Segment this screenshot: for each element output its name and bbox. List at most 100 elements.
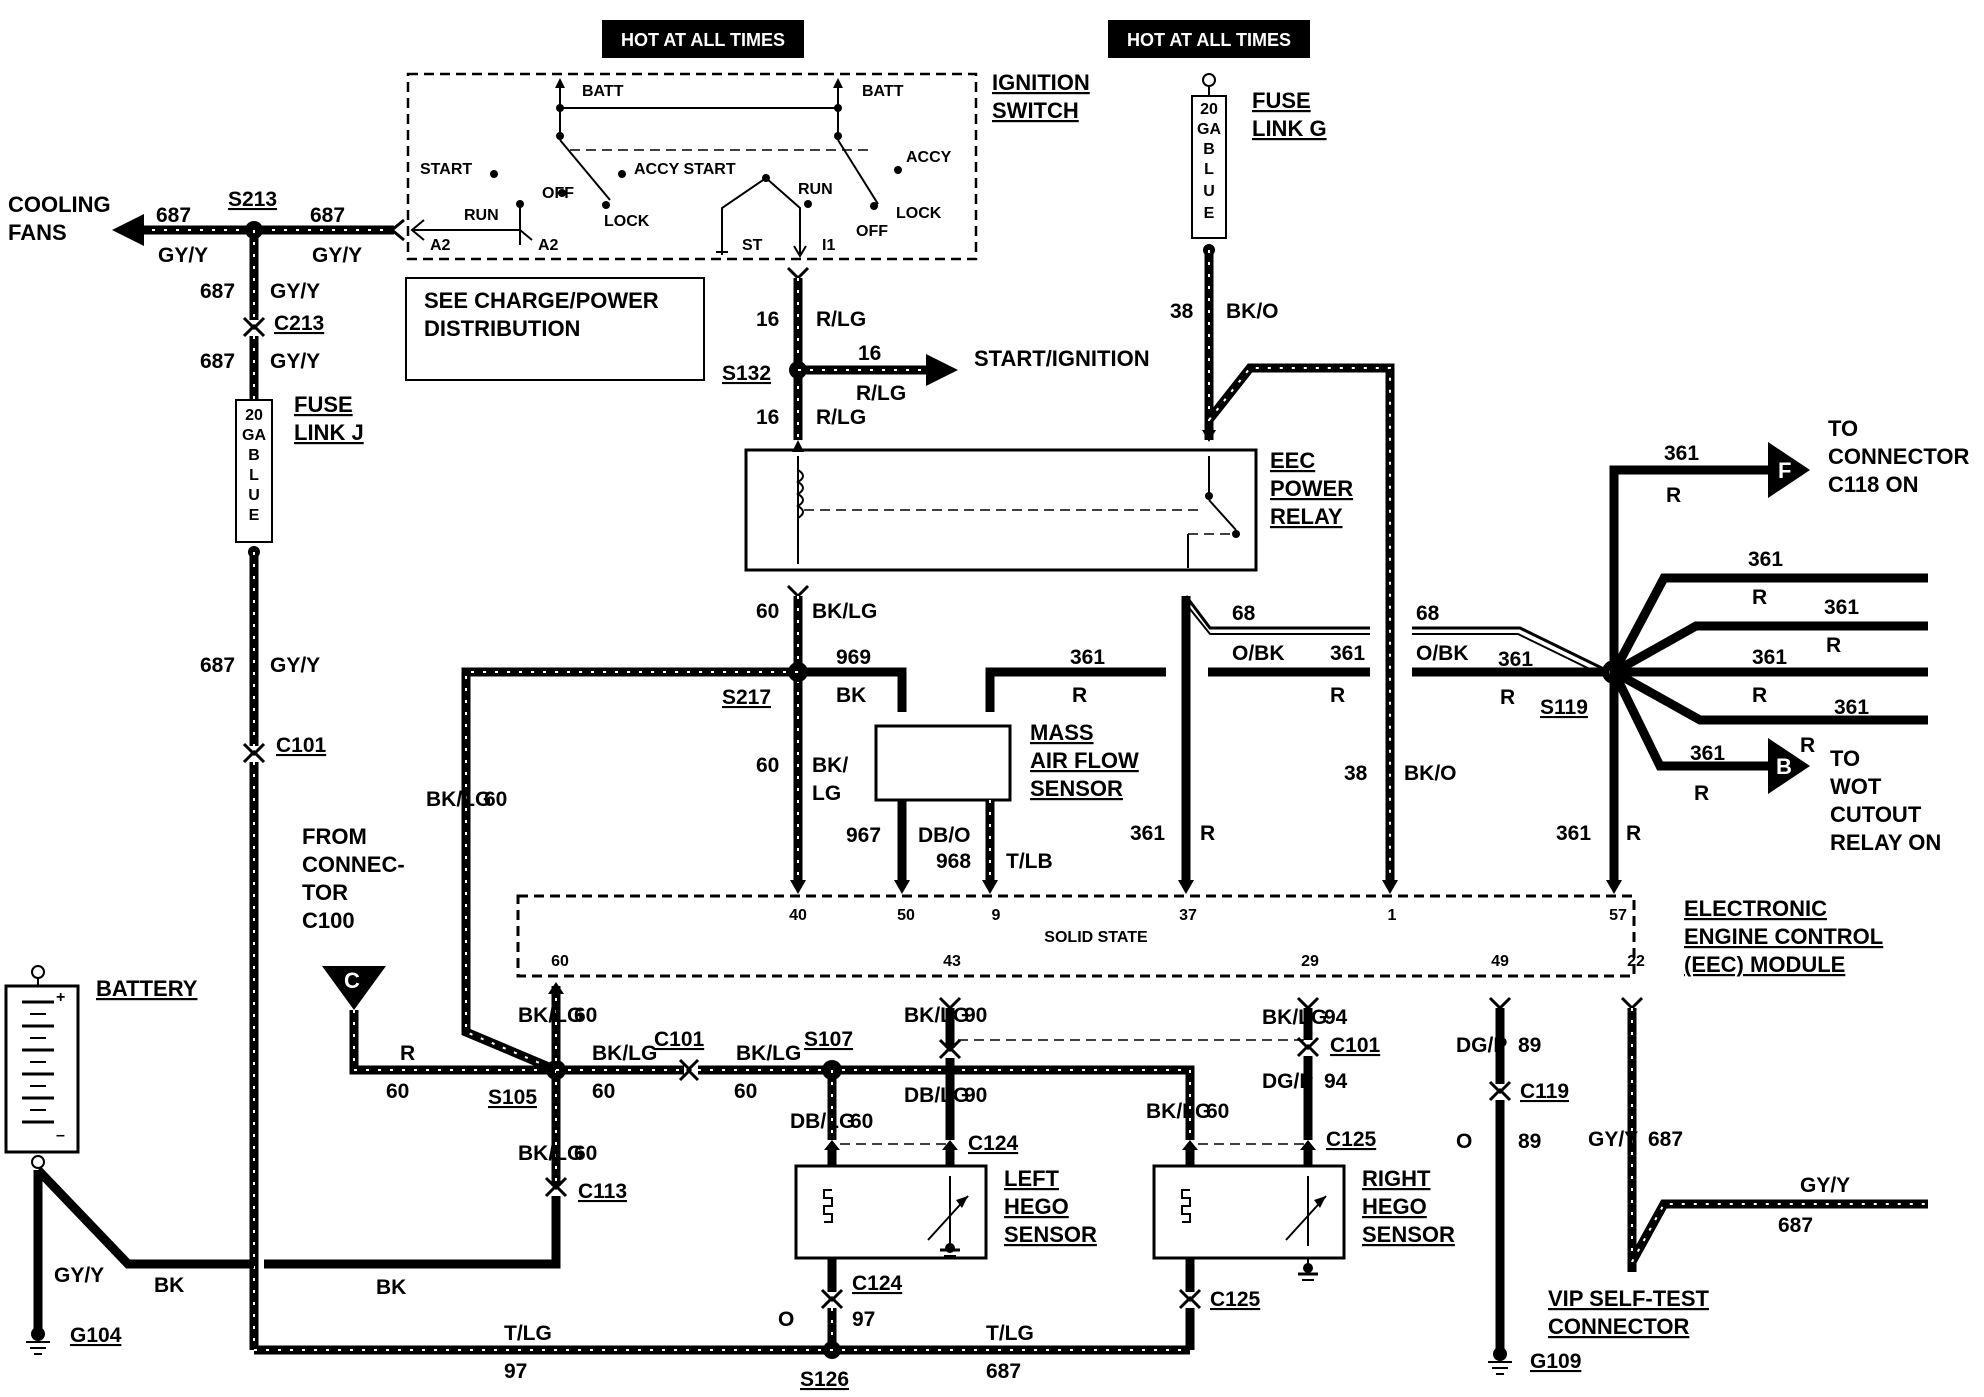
svg-text:BK/LG: BK/LG (592, 1042, 657, 1065)
svg-text:20: 20 (245, 407, 263, 424)
svg-text:94: 94 (1324, 1070, 1348, 1093)
svg-text:E: E (249, 507, 260, 524)
svg-text:R: R (1694, 782, 1709, 805)
svg-text:OFF: OFF (542, 185, 574, 202)
svg-text:C124: C124 (852, 1272, 903, 1295)
svg-text:R: R (1752, 684, 1767, 707)
svg-text:BK: BK (154, 1274, 184, 1297)
svg-text:90: 90 (964, 1084, 987, 1107)
svg-text:WOT: WOT (1830, 774, 1882, 799)
svg-text:967: 967 (846, 824, 881, 847)
fuse-link-j-wire: 687 GY/Y C101 (200, 552, 327, 1350)
svg-text:BK: BK (376, 1276, 406, 1299)
svg-text:GY/Y: GY/Y (270, 280, 320, 303)
wire-60-right: BK/LG 60 (1146, 1100, 1229, 1123)
svg-text:HOT AT ALL TIMES: HOT AT ALL TIMES (1127, 30, 1291, 50)
svg-text:968: 968 (936, 850, 971, 873)
hot-label-2: HOT AT ALL TIMES (1108, 20, 1310, 58)
svg-text:LEFT: LEFT (1004, 1166, 1060, 1191)
svg-text:RUN: RUN (798, 181, 833, 198)
svg-text:361: 361 (1834, 696, 1869, 719)
svg-text:DG/P: DG/P (1262, 1070, 1313, 1093)
svg-text:I1: I1 (822, 237, 835, 254)
svg-text:49: 49 (1491, 953, 1509, 970)
svg-text:RUN: RUN (464, 207, 499, 224)
svg-text:MASS: MASS (1030, 720, 1094, 745)
svg-text:LOCK: LOCK (896, 205, 942, 222)
svg-text:43: 43 (943, 953, 961, 970)
svg-text:29: 29 (1301, 953, 1319, 970)
svg-text:COOLING: COOLING (8, 192, 111, 217)
svg-text:O: O (778, 1308, 794, 1331)
svg-text:GY/Y: GY/Y (1588, 1128, 1638, 1151)
svg-text:40: 40 (789, 907, 807, 924)
svg-text:S105: S105 (488, 1086, 537, 1109)
svg-text:CUTOUT: CUTOUT (1830, 802, 1922, 827)
svg-text:TO: TO (1828, 416, 1858, 441)
svg-text:(EEC) MODULE: (EEC) MODULE (1684, 952, 1845, 977)
svg-text:361: 361 (1130, 822, 1165, 845)
svg-text:R: R (1500, 686, 1515, 709)
svg-text:B: B (1776, 754, 1792, 779)
svg-text:60: 60 (574, 1004, 597, 1027)
svg-text:T/LG: T/LG (504, 1322, 552, 1345)
svg-text:68: 68 (1416, 602, 1440, 625)
svg-text:C119: C119 (1520, 1080, 1569, 1103)
svg-text:–: – (56, 1127, 65, 1144)
svg-text:BK/LG: BK/LG (812, 600, 877, 623)
svg-text:O/BK: O/BK (1232, 642, 1285, 665)
svg-text:1: 1 (1388, 907, 1397, 924)
svg-text:RIGHT: RIGHT (1362, 1166, 1431, 1191)
svg-text:57: 57 (1609, 907, 1627, 924)
mass-air-flow-sensor: MASS AIR FLOW SENSOR 361 R 967 DB/O 968 … (846, 646, 1166, 880)
svg-text:L: L (1204, 161, 1214, 178)
svg-text:S119: S119 (1540, 696, 1588, 719)
svg-text:ACCY START: ACCY START (634, 161, 736, 178)
svg-text:TOR: TOR (302, 880, 348, 905)
svg-text:38: 38 (1170, 300, 1194, 323)
svg-text:BK/LG: BK/LG (1146, 1100, 1211, 1123)
svg-text:START/IGNITION: START/IGNITION (974, 346, 1150, 371)
svg-text:OFF: OFF (856, 223, 888, 240)
svg-text:687: 687 (200, 280, 235, 303)
wire-16: 16 R/LG 16 R/LG 16 R/LG S132 START/IGNIT… (722, 266, 1150, 452)
svg-text:89: 89 (1518, 1034, 1541, 1057)
svg-text:S126: S126 (800, 1368, 849, 1391)
svg-text:60: 60 (1206, 1100, 1229, 1123)
svg-text:S213: S213 (228, 188, 277, 211)
svg-text:GY/Y: GY/Y (54, 1264, 104, 1287)
svg-text:361: 361 (1664, 442, 1699, 465)
left-hego-sensor: LEFT HEGO SENSOR C124 C124 DB/LG 60 O 97 (778, 1110, 1097, 1359)
svg-text:97: 97 (852, 1308, 875, 1331)
svg-text:687: 687 (1778, 1214, 1813, 1237)
svg-text:CONNECTOR: CONNECTOR (1828, 444, 1969, 469)
svg-text:C118 ON: C118 ON (1828, 472, 1919, 497)
svg-text:SENSOR: SENSOR (1030, 776, 1123, 801)
svg-text:90: 90 (964, 1004, 987, 1027)
svg-text:U: U (1203, 183, 1215, 200)
svg-text:97: 97 (504, 1360, 527, 1383)
svg-text:SWITCH: SWITCH (992, 98, 1079, 123)
from-connector-c100: FROM CONNEC- TOR C100 C (302, 824, 405, 1010)
svg-text:IGNITION: IGNITION (992, 70, 1090, 95)
svg-text:LINK G: LINK G (1252, 116, 1327, 141)
svg-text:SENSOR: SENSOR (1004, 1222, 1097, 1247)
svg-text:C101: C101 (1330, 1034, 1381, 1057)
svg-text:LINK J: LINK J (294, 420, 364, 445)
svg-text:BK/: BK/ (812, 754, 848, 777)
svg-text:SEE CHARGE/POWER: SEE CHARGE/POWER (424, 288, 659, 313)
svg-text:O/BK: O/BK (1416, 642, 1469, 665)
svg-text:FANS: FANS (8, 220, 67, 245)
svg-text:94: 94 (1324, 1006, 1348, 1029)
svg-text:R/LG: R/LG (856, 382, 906, 405)
wire-60-relay: 60 BK/LG 969 BK S217 60 BK/ LG BK/LG 60 (426, 584, 907, 1075)
svg-text:50: 50 (897, 907, 915, 924)
svg-text:BATT: BATT (582, 83, 624, 100)
fuse-link-g: 20 GA B L U E FUSE LINK G (1191, 73, 1327, 256)
svg-text:60: 60 (551, 953, 569, 970)
svg-text:60: 60 (734, 1080, 757, 1103)
svg-text:BK: BK (836, 684, 866, 707)
right-hego-sensor: RIGHT HEGO SENSOR C125 C125 (1152, 1128, 1455, 1350)
svg-text:60: 60 (386, 1080, 409, 1103)
